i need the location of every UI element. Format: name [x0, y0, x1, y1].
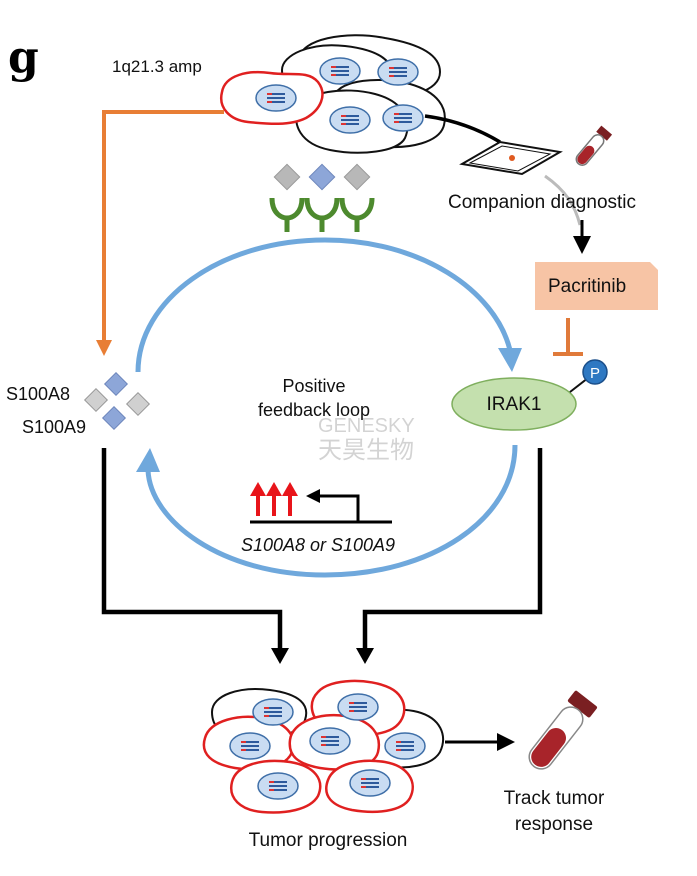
tumor-cluster [202, 679, 445, 814]
pacritinib-label: Pacritinib [548, 276, 626, 297]
up-arrows [250, 482, 298, 516]
s100-proteins [83, 371, 151, 431]
irak1-node [451, 377, 577, 431]
nucleus [384, 732, 426, 760]
s100a8-label: S100A8 [6, 384, 70, 404]
feedback-loop [135, 237, 522, 578]
receptors [269, 163, 375, 232]
nucleus [382, 104, 424, 132]
gene-expression [250, 482, 392, 524]
inhibitor-symbol [553, 318, 583, 356]
pacritinib-box [535, 262, 658, 310]
receptor-3 [339, 163, 375, 232]
loop-label-line1: Positive [282, 376, 345, 396]
diagnostic-connector [544, 174, 582, 226]
nucleus [377, 58, 419, 86]
phospho-badge [582, 359, 608, 385]
orange-arrow [96, 110, 224, 356]
amp-label: 1q21.3 amp [112, 57, 202, 76]
phospho-link [569, 377, 589, 393]
track-label-line2: response [515, 814, 593, 835]
watermark-line1: GENESKY [318, 415, 415, 437]
nucleus [309, 727, 351, 755]
phospho-label: P [590, 365, 600, 382]
diagnostic-slide-icon [459, 140, 563, 176]
track-label-line1: Track tumor [504, 788, 605, 809]
nucleus [252, 698, 294, 726]
top-cell-cluster [219, 34, 446, 154]
s100a9-label: S100A9 [22, 417, 86, 437]
irak-to-tumor-arrow [356, 448, 543, 664]
blood-tube-icon [575, 125, 613, 166]
receptor-1 [269, 163, 305, 232]
nucleus [319, 57, 361, 85]
blood-tube-large-icon [528, 690, 598, 770]
panel-letter: g [8, 32, 39, 83]
irak1-label: IRAK1 [487, 394, 542, 415]
nucleus [329, 106, 371, 134]
progression-label: Tumor progression [249, 830, 408, 851]
receptor-2 [304, 163, 340, 232]
nucleus [229, 732, 271, 760]
nucleus [337, 693, 379, 721]
gene-label: S100A8 or S100A9 [241, 535, 395, 555]
nucleus [255, 84, 297, 112]
watermark-line2: 天昊生物 [318, 437, 414, 464]
cluster-to-slide-line [424, 114, 501, 144]
nucleus [349, 769, 391, 797]
loop-label-line2: feedback loop [258, 400, 370, 420]
companion-label: Companion diagnostic [448, 192, 636, 213]
s100-to-tumor-arrow [101, 448, 289, 664]
nucleus [257, 772, 299, 800]
watermark: GENESKY 天昊生物 [318, 415, 415, 464]
